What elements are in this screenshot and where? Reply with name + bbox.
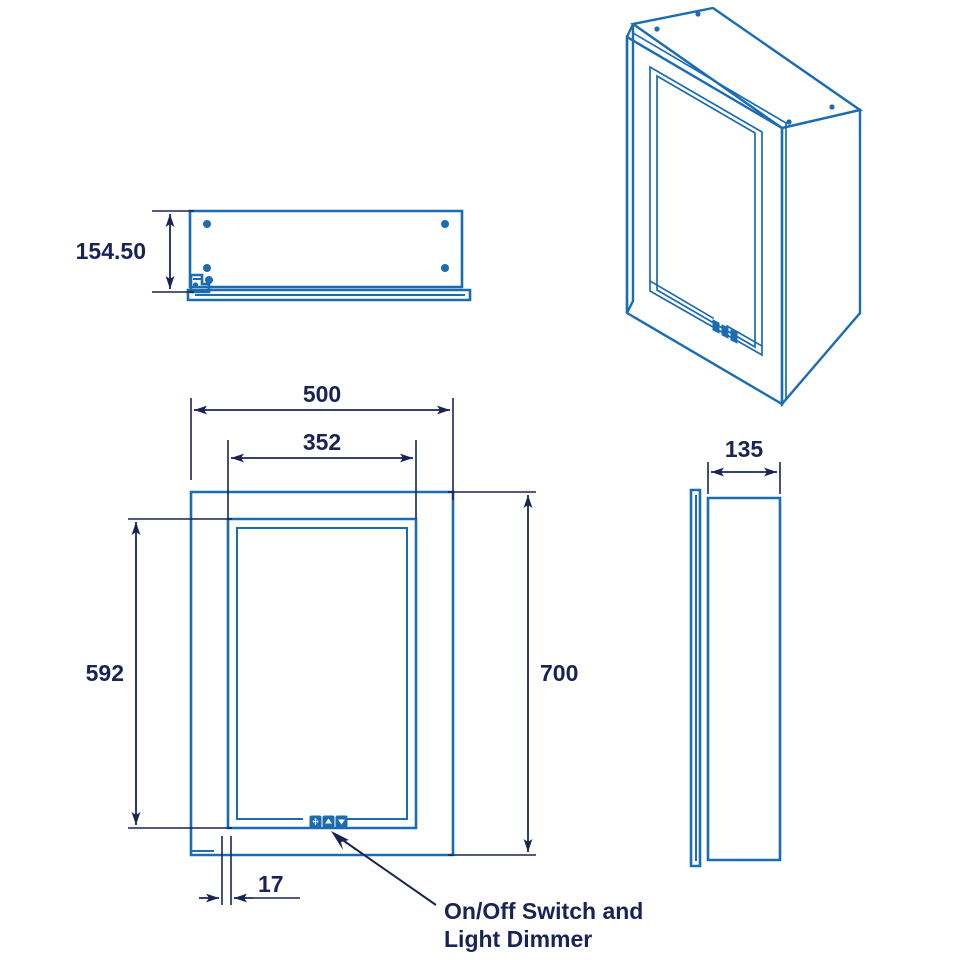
iso-screw: [654, 26, 660, 32]
top-view-screw: [441, 264, 449, 272]
front-view-mirror-frame-inner: [236, 527, 408, 820]
front-view-mirror-frame-outer: [226, 517, 418, 830]
iso-screw: [829, 104, 835, 110]
dimension-label-500: 500: [303, 381, 341, 407]
top-view-screw: [203, 220, 211, 228]
dimension-edge-offset: 17: [199, 836, 300, 905]
top-view-body-outline: [188, 209, 464, 289]
callout-arrowhead: [331, 831, 349, 850]
isometric-view: [625, 6, 863, 408]
brightness-up-button[interactable]: [322, 815, 335, 828]
dimension-label-592: 592: [86, 660, 124, 686]
top-view-hinge-pin: [192, 282, 199, 288]
side-view-door-leaf: [689, 488, 702, 868]
dimension-label-700: 700: [540, 660, 578, 686]
dimension-height-interior: 154.50: [76, 210, 194, 293]
front-view-control-buttons[interactable]: [309, 815, 348, 828]
dimension-depth: 135: [707, 436, 781, 494]
iso-frame-break-left: [648, 279, 715, 320]
dimension-label-17: 17: [258, 871, 284, 897]
iso-brightness-down-button[interactable]: [730, 329, 738, 344]
dimension-width-mirror: 352: [227, 429, 417, 519]
callout-label-line1: On/Off Switch and: [444, 898, 643, 924]
top-view-door-leaf: [186, 288, 472, 302]
iso-door-top-rail: [631, 31, 788, 125]
iso-right-side-face: [780, 108, 862, 408]
control-callout: On/Off Switch and Light Dimmer: [331, 831, 643, 952]
iso-screw: [786, 119, 792, 125]
iso-power-brightness-button[interactable]: [712, 319, 720, 334]
side-view: 135: [689, 436, 782, 868]
dimension-label-154-50: 154.50: [76, 238, 146, 264]
dimension-width-overall: 500: [190, 381, 454, 500]
iso-door-left-edge: [625, 23, 635, 314]
iso-top-face: [630, 6, 863, 130]
callout-leader-line: [333, 833, 437, 906]
top-view-screw: [441, 220, 449, 228]
dimension-label-135: 135: [725, 436, 764, 462]
callout-label-line2: Light Dimmer: [444, 926, 592, 952]
brightness-down-button[interactable]: [335, 815, 348, 828]
iso-mirror-frame-inner: [656, 74, 756, 349]
side-view-carcass-profile: [706, 496, 782, 862]
dimension-height-overall: 700: [448, 491, 578, 856]
top-view-screw: [203, 264, 211, 272]
top-view-screw: [205, 276, 213, 284]
iso-frame-break-right: [725, 324, 764, 348]
dimension-label-352: 352: [303, 429, 341, 455]
front-view-outer-outline: [189, 490, 455, 857]
power-brightness-button[interactable]: [309, 815, 322, 828]
top-view: 154.50: [76, 209, 472, 302]
front-view: 500 352 592 700: [86, 381, 644, 952]
iso-mirror-frame-outer: [649, 65, 763, 357]
iso-control-buttons[interactable]: [712, 319, 738, 344]
iso-screw: [695, 11, 701, 17]
iso-brightness-up-button[interactable]: [721, 324, 729, 339]
dimension-height-mirror: 592: [86, 518, 232, 829]
